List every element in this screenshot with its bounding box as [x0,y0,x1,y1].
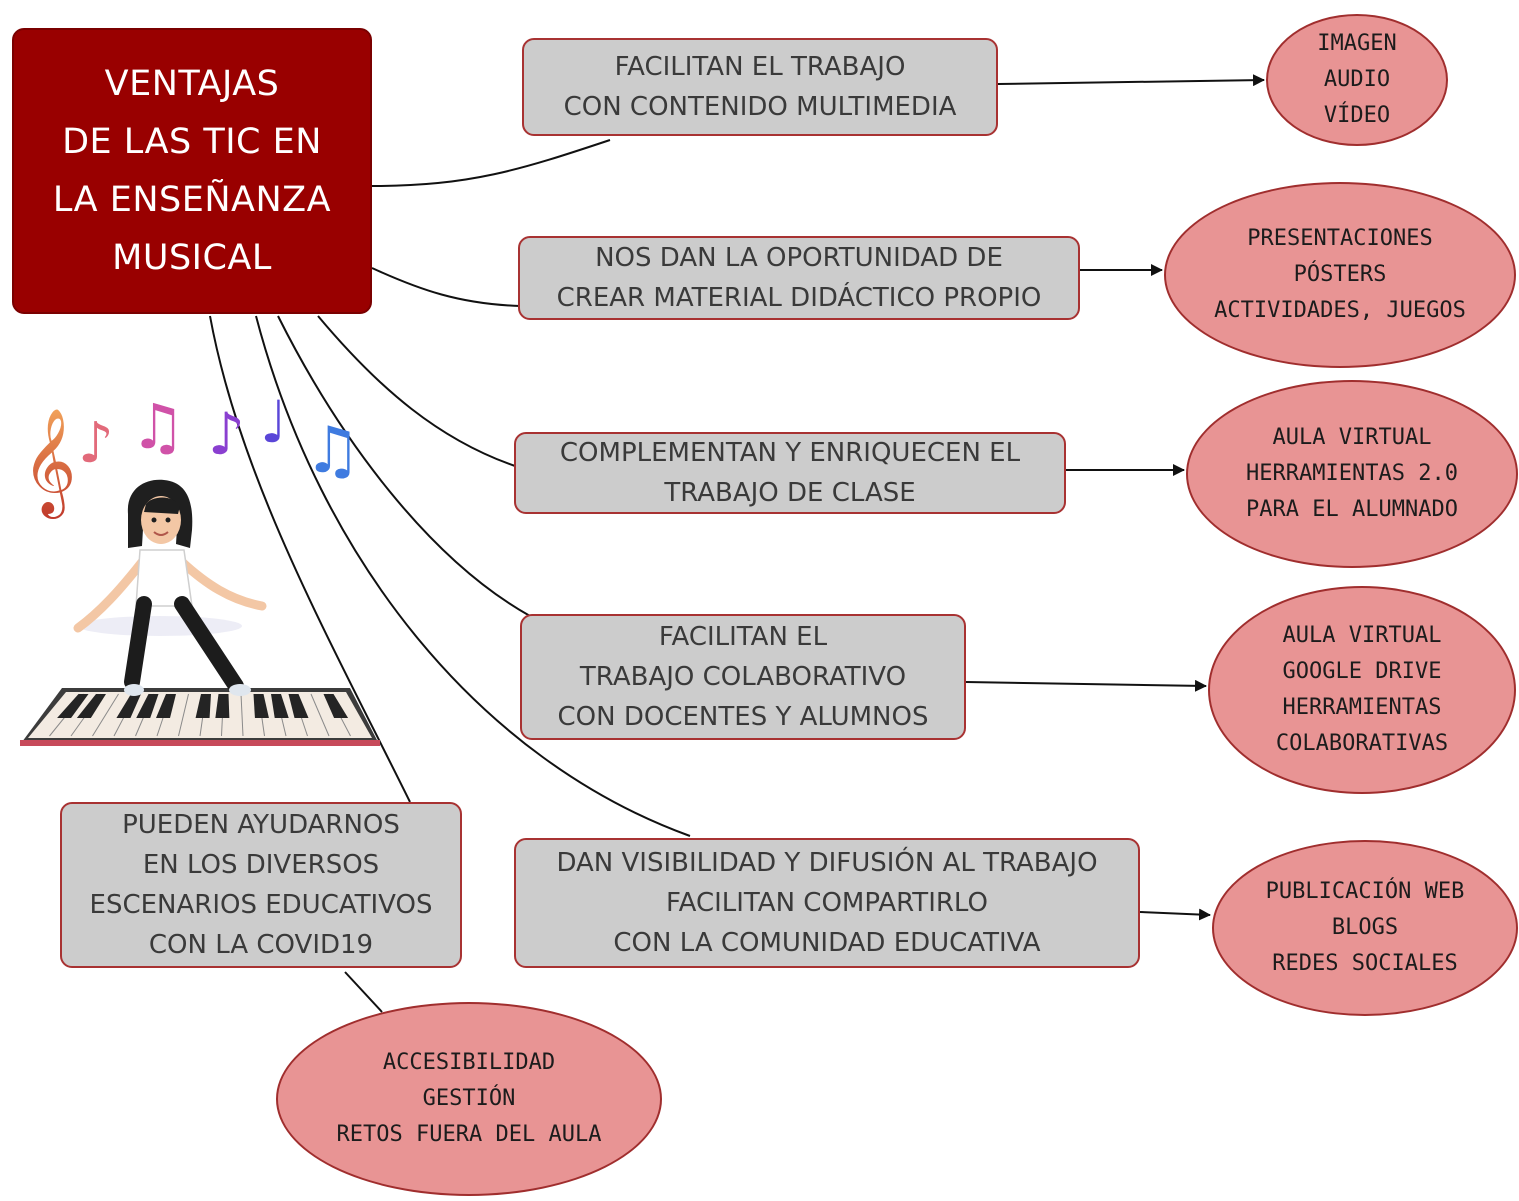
arrow-5 [1139,908,1211,921]
piano-key-divider [92,693,119,737]
advantage-text: CON LA COVID19 [148,930,374,960]
detail-text: AULA VIRTUAL [1282,623,1442,648]
detail-text: PRESENTACIONES [1247,226,1433,251]
connector-main-to-box-6 [209,315,411,803]
detail-text: PUBLICACIÓN WEB [1265,879,1465,904]
advantage-text: DAN VISIBILIDAD Y DIFUSIÓN AL TRABAJO [556,848,1098,878]
piano-black-key [253,694,269,718]
music-note-icon: ♪ [78,411,114,476]
advantage-text: EN LOS DIVERSOS [142,850,380,880]
detail-text: ACCESIBILIDAD [382,1050,556,1075]
advantage-text: TRABAJO COLABORATIVO [579,662,907,692]
detail-text: ACTIVIDADES, JUEGOS [1214,298,1466,323]
music-notes-group: 𝄞 ♪ ♫ ♪ ♩ ♫ [22,388,361,519]
detail-text: PARA EL ALUMNADO [1246,497,1458,522]
piano-key-divider [240,693,244,737]
detail-text: IMAGEN [1317,31,1397,56]
detail-ellipse-multimedia: IMAGEN AUDIO VÍDEO [1266,14,1448,146]
detail-text: HERRAMIENTAS [1282,695,1442,720]
connector-main-to-box-4 [277,315,531,617]
advantage-box-complement: COMPLEMENTAN Y ENRIQUECEN EL TRABAJO DE … [514,432,1066,514]
advantage-text: CON CONTENIDO MULTIMEDIA [563,92,957,122]
detail-text: BLOGS [1331,915,1399,940]
piano-key-divider [178,693,189,737]
connector-box-6-to-detail-6 [344,971,383,1013]
main-topic: VENTAJAS DE LAS TIC EN LA ENSEÑANZA MUSI… [12,28,372,314]
advantage-box-material: NOS DAN LA OPORTUNIDAD DE CREAR MATERIAL… [518,236,1080,320]
arrow-1 [997,74,1265,87]
advantage-text: FACILITAN EL TRABAJO [614,52,906,82]
music-note-icon: ♫ [130,390,186,463]
detail-ellipse-covid: ACCESIBILIDAD GESTIÓN RETOS FUERA DEL AU… [276,1002,662,1196]
piano-black-key [195,694,211,718]
advantage-box-visibility: DAN VISIBILIDAD Y DIFUSIÓN AL TRABAJO FA… [514,838,1140,968]
main-topic-line: MUSICAL [112,238,272,278]
treble-clef-icon: 𝄞 [22,407,76,519]
connector-main-to-box-5 [255,315,691,837]
advantage-text: ESCENARIOS EDUCATIVOS [89,890,433,920]
piano-key-divider [310,693,330,737]
detail-ellipse-complement: AULA VIRTUAL HERRAMIENTAS 2.0 PARA EL AL… [1186,380,1518,568]
piano-black-key [76,694,106,718]
advantage-text: CREAR MATERIAL DIDÁCTICO PROPIO [556,283,1042,313]
music-note-icon: ♪ [208,400,245,468]
detail-text: AUDIO [1323,67,1391,92]
advantage-text: NOS DAN LA OPORTUNIDAD DE [595,243,1003,273]
connector-main-to-box-3 [317,315,516,467]
detail-text: HERRAMIENTAS 2.0 [1246,461,1458,486]
connector-main-to-box-1 [371,139,611,187]
detail-text: GOOGLE DRIVE [1282,659,1442,684]
avatar-dancer [73,479,267,696]
main-topic-line: DE LAS TIC EN [62,122,322,162]
music-note-icon: ♩ [260,388,287,456]
advantage-text: FACILITAN COMPARTIRLO [666,888,988,918]
detail-text: REDES SOCIALES [1272,951,1458,976]
detail-ellipse-collaborative: AULA VIRTUAL GOOGLE DRIVE HERRAMIENTAS C… [1208,586,1516,794]
detail-ellipse-material: PRESENTACIONES PÓSTERS ACTIVIDADES, JUEG… [1164,182,1516,368]
piano-black-key [57,694,89,718]
piano-black-key [323,694,349,718]
piano-black-key [156,694,176,718]
advantage-text: COMPLEMENTAN Y ENRIQUECEN EL [559,438,1021,468]
detail-text: VÍDEO [1323,103,1391,128]
detail-text: PÓSTERS [1293,262,1387,287]
detail-text: COLABORATIVAS [1275,731,1449,756]
piano-keyboard-icon [20,688,380,746]
piano-black-key [116,694,141,718]
advantage-text: CON DOCENTES Y ALUMNOS [557,702,929,732]
advantage-text: PUEDEN AYUDARNOS [122,810,400,840]
advantage-text: CON LA COMUNIDAD EDUCATIVA [613,928,1041,958]
detail-text: RETOS FUERA DEL AULA [336,1122,602,1147]
piano-black-key [136,694,159,718]
piano-black-key [271,694,289,718]
arrow-4 [965,679,1207,692]
main-topic-line: LA ENSEÑANZA [52,180,332,220]
detail-text: GESTIÓN [422,1086,516,1111]
advantage-box-multimedia: FACILITAN EL TRABAJO CON CONTENIDO MULTI… [522,38,998,136]
advantage-text: TRABAJO DE CLASE [664,478,916,508]
detail-text: AULA VIRTUAL [1272,425,1432,450]
music-note-icon: ♫ [304,414,361,488]
advantage-box-collaborative: FACILITAN EL TRABAJO COLABORATIVO CON DO… [520,614,966,740]
piano-black-key [215,694,230,718]
piano-black-key [288,694,309,718]
main-topic-line: VENTAJAS [104,64,280,104]
connector-main-to-box-2 [371,267,521,307]
advantage-box-covid: PUEDEN AYUDARNOS EN LOS DIVERSOS ESCENAR… [60,802,462,968]
detail-ellipse-visibility: PUBLICACIÓN WEB BLOGS REDES SOCIALES [1212,840,1518,1016]
advantage-text: FACILITAN EL [658,622,828,652]
